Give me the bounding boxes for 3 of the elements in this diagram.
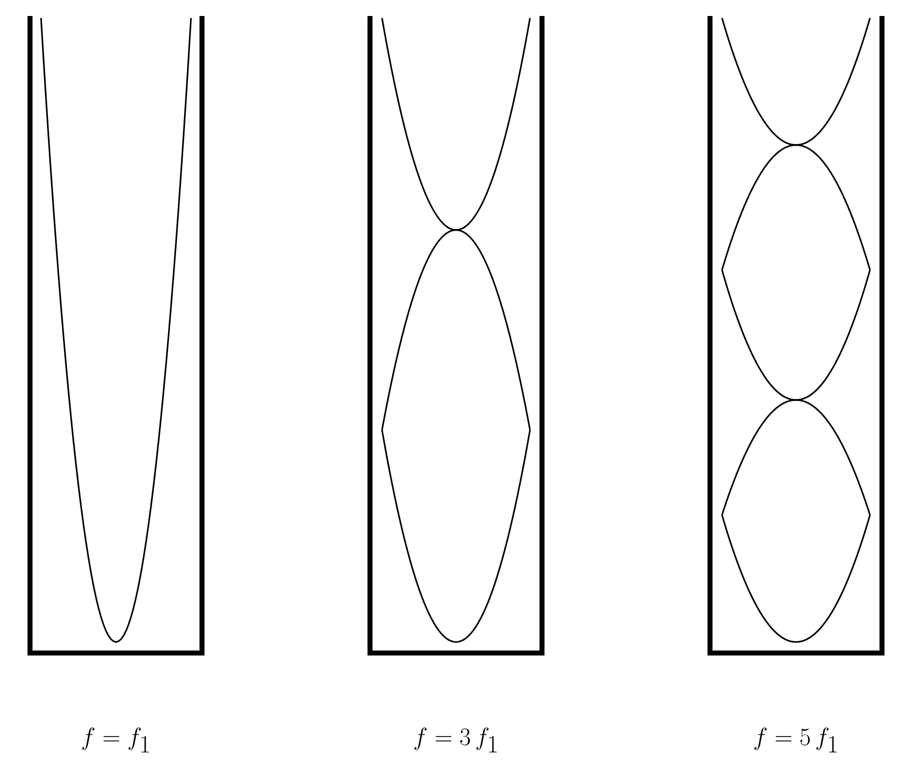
formula-label: $f = f_1$ <box>82 727 149 752</box>
formula-label: $f = 5\,f_1$ <box>754 727 837 752</box>
formula-label: $f = 3\,f_1$ <box>414 727 497 752</box>
